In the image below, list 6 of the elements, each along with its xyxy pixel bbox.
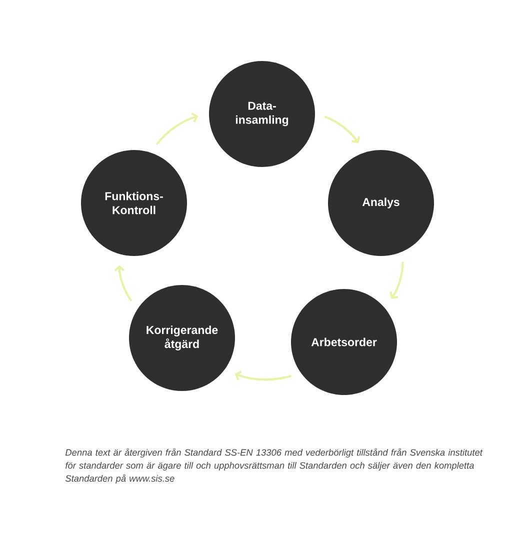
caption: Denna text är återgiven från Standard SS-EN 13306 med vederbörligt tillstånd från Svenska institutet för standarder som är ägare till och upphovsrättsman till Standarden och säljer även den kompletta Standarden på www.sis.se bbox=[65, 448, 483, 484]
cycle-arrow bbox=[324, 116, 360, 144]
cycle-arrow bbox=[114, 265, 132, 302]
cycle-arrow bbox=[156, 112, 198, 145]
cycle-arrow bbox=[234, 370, 292, 381]
cycle-arrow bbox=[390, 262, 404, 299]
